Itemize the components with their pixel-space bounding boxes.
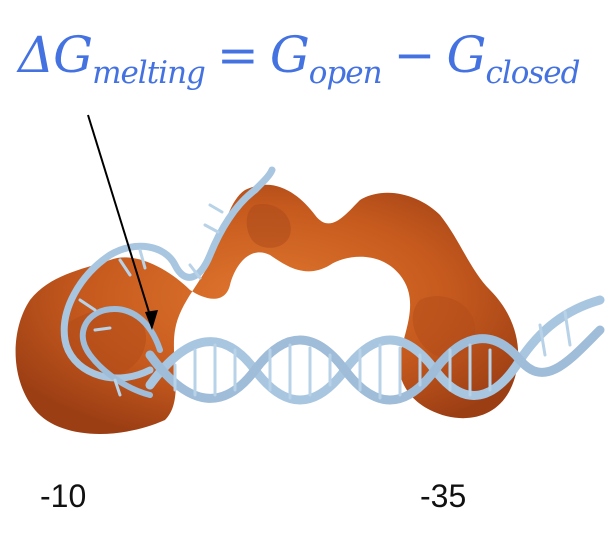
protein-shading [246,204,291,248]
open-subscript: open [308,55,383,91]
equals-sign: = [216,26,259,84]
dna-backbone-strand [145,295,605,405]
g-open-symbol: G [269,26,310,84]
delta-g-symbol: ΔG [18,26,93,84]
dna-base-pairs [173,310,572,400]
melting-free-energy-equation: ΔGmelting=Gopen−Gclosed [18,30,581,91]
promoter-position-minus-10-label: -10 [40,478,87,514]
dna-helix [60,166,605,405]
dna-single-strand [79,306,163,398]
melting-subscript: melting [92,55,206,91]
dna-single-strand [60,166,276,382]
minus-sign: − [393,26,436,84]
promoter-position-minus-35-label: -35 [420,478,467,514]
dna-unpaired-bases [78,203,224,397]
closed-subscript: closed [485,55,580,91]
protein-shading [60,309,146,376]
protein-surface [15,184,519,434]
pointer-arrow [87,114,158,330]
g-closed-symbol: G [446,26,487,84]
